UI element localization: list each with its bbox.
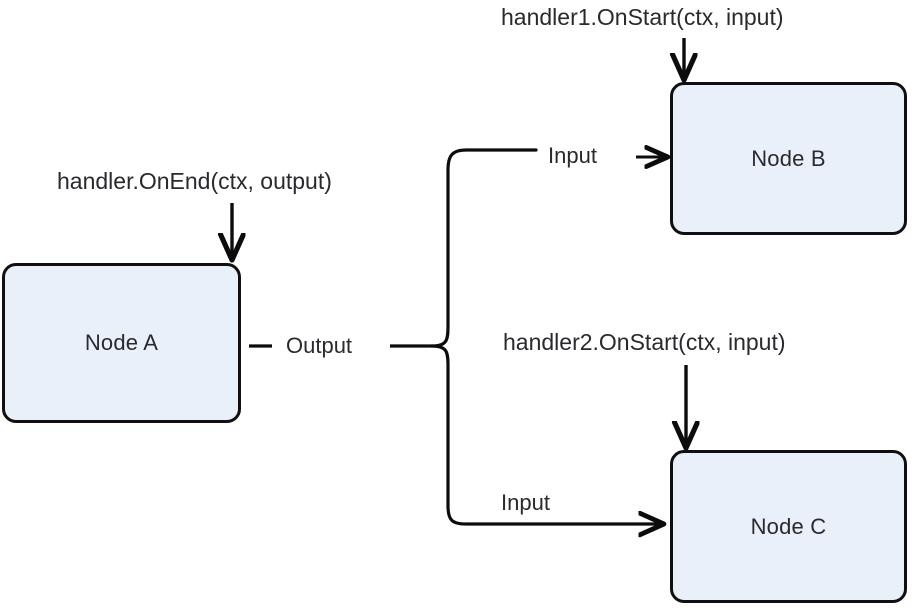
input-port-label-b: Input xyxy=(548,143,597,168)
node-a-box[interactable]: Node A xyxy=(2,263,241,423)
node-a-label: Node A xyxy=(84,330,159,355)
node-b-box[interactable]: Node B xyxy=(670,82,907,235)
connector-fork-lower xyxy=(430,344,662,524)
connector-fork-upper xyxy=(430,148,538,348)
node-c-box[interactable]: Node C xyxy=(670,450,907,603)
node-c-label: Node C xyxy=(750,513,827,539)
handler2-onstart-label: handler2.OnStart(ctx, input) xyxy=(503,329,786,355)
output-port-label: Output xyxy=(286,333,353,358)
handler-onend-label: handler.OnEnd(ctx, output) xyxy=(57,168,332,194)
handler1-onstart-label: handler1.OnStart(ctx, input) xyxy=(501,4,784,30)
node-b-label: Node B xyxy=(751,145,826,171)
input-port-label-c: Input xyxy=(501,490,550,515)
